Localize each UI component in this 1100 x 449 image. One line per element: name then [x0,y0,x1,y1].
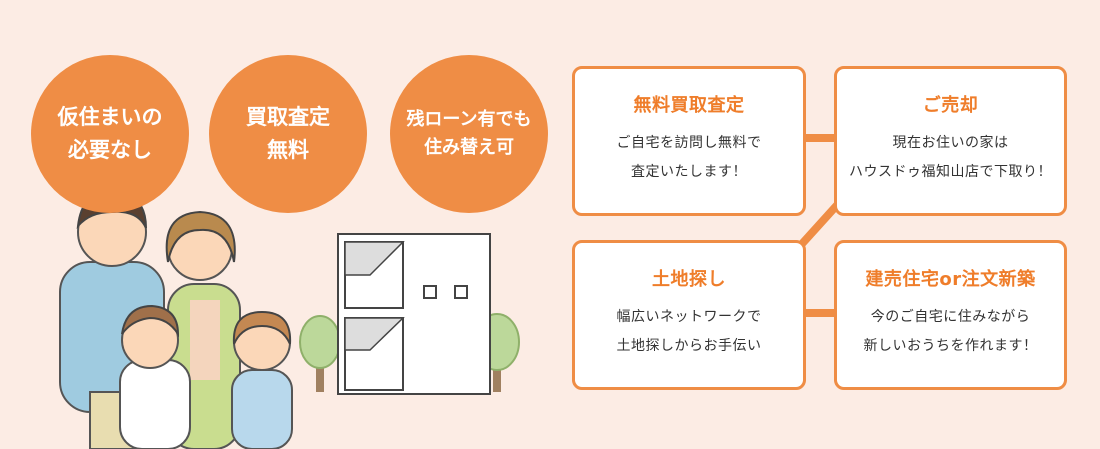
step-description: 今のご自宅に住みながら 新しいおうちを作れます！ [837,303,1064,361]
step-description-line: 土地探しからお手伝い [616,338,762,354]
illustration-scene [59,190,520,449]
circle-free-appraisal: 買取査定無料 [209,55,367,213]
circle-line: 必要なし [68,138,152,162]
circle-line: 買取査定 [246,105,330,130]
step-box-land-search: 土地探し 幅広いネットワークで 土地探しからお手伝い [572,240,806,390]
house-illustration [337,233,491,395]
step-box-new-build: 建売住宅or注文新築 今のご自宅に住みながら 新しいおうちを作れます！ [834,240,1067,390]
step-description-line: 現在お住いの家は [892,135,1009,151]
step-title: ご売却 [922,95,979,116]
circle-no-temporary-housing: 仮住まいの必要なし [31,55,189,213]
circle-line: 住み替え可 [423,137,514,158]
circle-line: 無料 [267,138,309,162]
circle-loan-ok: 残ローン有でも住み替え可 [390,55,548,213]
step-box-sale: ご売却 現在お住いの家は ハウスドゥ福知山店で下取り！ [834,66,1067,216]
step-description-line: 幅広いネットワークで [616,309,762,325]
step-description-line: ハウスドゥ福知山店で下取り！ [849,164,1052,180]
circle-line: 仮住まいの [57,105,163,130]
connector-line [804,134,836,142]
family-illustration [59,190,293,449]
step-description-line: 査定いたします！ [631,164,747,180]
connector-line [804,309,836,317]
circle-line: 残ローン有でも [406,109,532,131]
connector-diagonal [796,200,842,250]
step-description-line: 今のご自宅に住みながら [870,309,1031,325]
step-description-line: 新しいおうちを作れます！ [863,338,1038,354]
step-description: ご自宅を訪問し無料で 査定いたします！ [575,129,803,187]
step-description: 現在お住いの家は ハウスドゥ福知山店で下取り！ [837,129,1064,187]
tree-icon [299,315,341,392]
step-box-free-appraisal: 無料買取査定 ご自宅を訪問し無料で 査定いたします！ [572,66,806,216]
step-description-line: ご自宅を訪問し無料で [616,135,762,151]
step-description: 幅広いネットワークで 土地探しからお手伝い [575,303,803,361]
step-title: 無料買取査定 [633,95,745,116]
step-title: 土地探し [652,269,726,290]
step-title: 建売住宅or注文新築 [865,269,1036,290]
